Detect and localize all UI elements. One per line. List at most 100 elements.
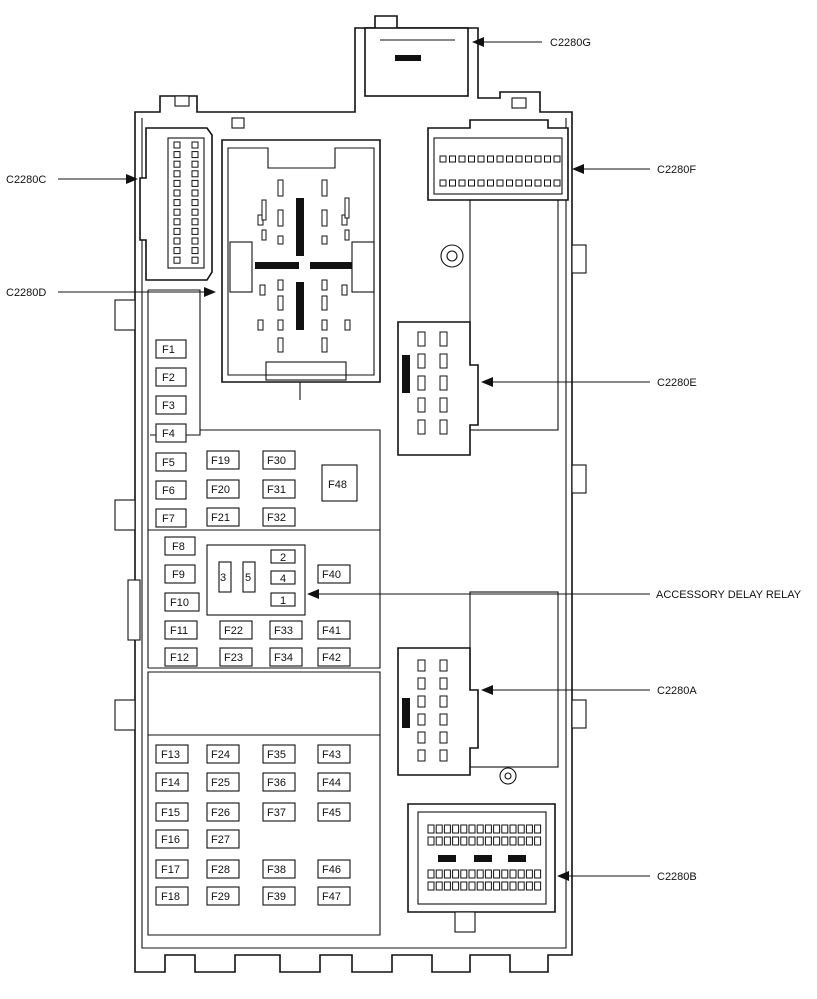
- connector-pin: [458, 179, 466, 187]
- fuse-f4: F4: [162, 428, 175, 440]
- connector-pin: [534, 881, 542, 891]
- connector-pin: [173, 170, 181, 178]
- fuse-f20: F20: [211, 484, 230, 496]
- connector-pin: [191, 208, 199, 216]
- connector-terminal: [277, 295, 284, 311]
- connector-pin: [191, 256, 199, 264]
- fuse-f33: F33: [274, 625, 293, 637]
- connector-pin: [468, 179, 475, 187]
- connector-pin: [427, 881, 435, 891]
- connector-terminal: [321, 179, 328, 197]
- connector-pin: [417, 695, 426, 708]
- connector-pin: [525, 836, 533, 846]
- connector-pin: [517, 869, 525, 879]
- fuse-f26: F26: [211, 807, 230, 819]
- connector-pin: [553, 155, 561, 163]
- connector-pin: [460, 869, 468, 879]
- fuse-f2: F2: [162, 372, 175, 384]
- connector-terminal: [277, 179, 284, 197]
- connector-pin: [487, 155, 494, 163]
- connector-pin: [460, 824, 468, 834]
- relay-pin-3: 3: [220, 572, 226, 584]
- connector-pin: [484, 869, 492, 879]
- connector-pin: [477, 155, 485, 163]
- label-c2280g: C2280G: [550, 37, 591, 49]
- fuse-f36: F36: [267, 777, 286, 789]
- connector-pin: [427, 824, 435, 834]
- fuse-f42: F42: [322, 652, 341, 664]
- connector-pin: [534, 824, 542, 834]
- connector-terminal: [259, 284, 266, 296]
- fuse-f16: F16: [161, 834, 180, 846]
- fuse-f9: F9: [172, 569, 185, 581]
- connector-pin: [484, 836, 492, 846]
- label-c2280e: C2280E: [657, 377, 697, 389]
- fuse-f37: F37: [267, 807, 286, 819]
- connector-pin: [476, 869, 484, 879]
- connector-pin: [443, 881, 451, 891]
- connector-pin: [468, 824, 476, 834]
- accessory-delay-relay: 3 5 2 4 1: [218, 549, 296, 607]
- connector-terminal: [277, 279, 284, 291]
- connector-pin: [439, 659, 448, 672]
- fuse-f47: F47: [322, 891, 341, 903]
- connector-terminal: [261, 199, 267, 221]
- connector-pin: [484, 881, 492, 891]
- fuse-f46: F46: [322, 864, 341, 876]
- connector-pin: [417, 677, 426, 690]
- connector-terminal: [277, 337, 284, 353]
- connector-pin: [191, 247, 199, 255]
- connector-pin: [435, 836, 443, 846]
- fuse-f38: F38: [267, 864, 286, 876]
- connector-c2280d: [221, 139, 381, 400]
- connector-terminal: [321, 279, 328, 291]
- fuse-f8: F8: [172, 541, 185, 553]
- relay-pin-4: 4: [280, 573, 286, 585]
- connector-pin: [439, 397, 448, 413]
- fuse-f15: F15: [161, 807, 180, 819]
- connector-pin: [439, 179, 447, 187]
- fuse-f23: F23: [224, 652, 243, 664]
- connector-c2280a: [397, 591, 559, 785]
- connector-pin: [191, 237, 199, 245]
- connector-pin: [509, 836, 517, 846]
- connector-pin: [427, 836, 435, 846]
- fuse-f6: F6: [162, 485, 175, 497]
- connector-pin: [534, 179, 542, 187]
- fuse-f21: F21: [211, 512, 230, 524]
- connector-pin: [534, 869, 542, 879]
- connector-pin: [544, 179, 551, 187]
- connector-pin: [417, 749, 426, 762]
- connector-pin: [173, 208, 181, 216]
- relay-pin-1: 1: [280, 595, 286, 607]
- fuse-f19: F19: [211, 455, 230, 467]
- fuse-f31: F31: [267, 484, 286, 496]
- connector-pin: [191, 151, 199, 159]
- connector-pin: [191, 160, 199, 168]
- fuse-f27: F27: [211, 834, 230, 846]
- connector-pin: [173, 218, 181, 226]
- connector-pin: [525, 881, 533, 891]
- housing-outline: [114, 15, 587, 973]
- connector-terminal: [277, 319, 284, 331]
- fuse-f48: F48: [328, 479, 347, 491]
- connector-pin: [484, 824, 492, 834]
- connector-pin: [496, 155, 504, 163]
- connector-c2280e: [397, 321, 479, 456]
- fuse-f24: F24: [211, 749, 230, 761]
- connector-pin: [517, 881, 525, 891]
- connector-pin: [493, 881, 501, 891]
- connector-terminal: [321, 209, 328, 227]
- connector-pin: [435, 881, 443, 891]
- connector-terminal: [341, 284, 348, 296]
- connector-pin: [439, 713, 448, 726]
- connector-pin: [449, 179, 456, 187]
- connector-pin: [506, 179, 513, 187]
- connector-pin: [439, 749, 448, 762]
- fuse-f10: F10: [170, 597, 189, 609]
- connector-pin: [439, 155, 447, 163]
- connector-pin: [517, 824, 525, 834]
- connector-pin: [443, 824, 451, 834]
- connector-pin: [452, 869, 460, 879]
